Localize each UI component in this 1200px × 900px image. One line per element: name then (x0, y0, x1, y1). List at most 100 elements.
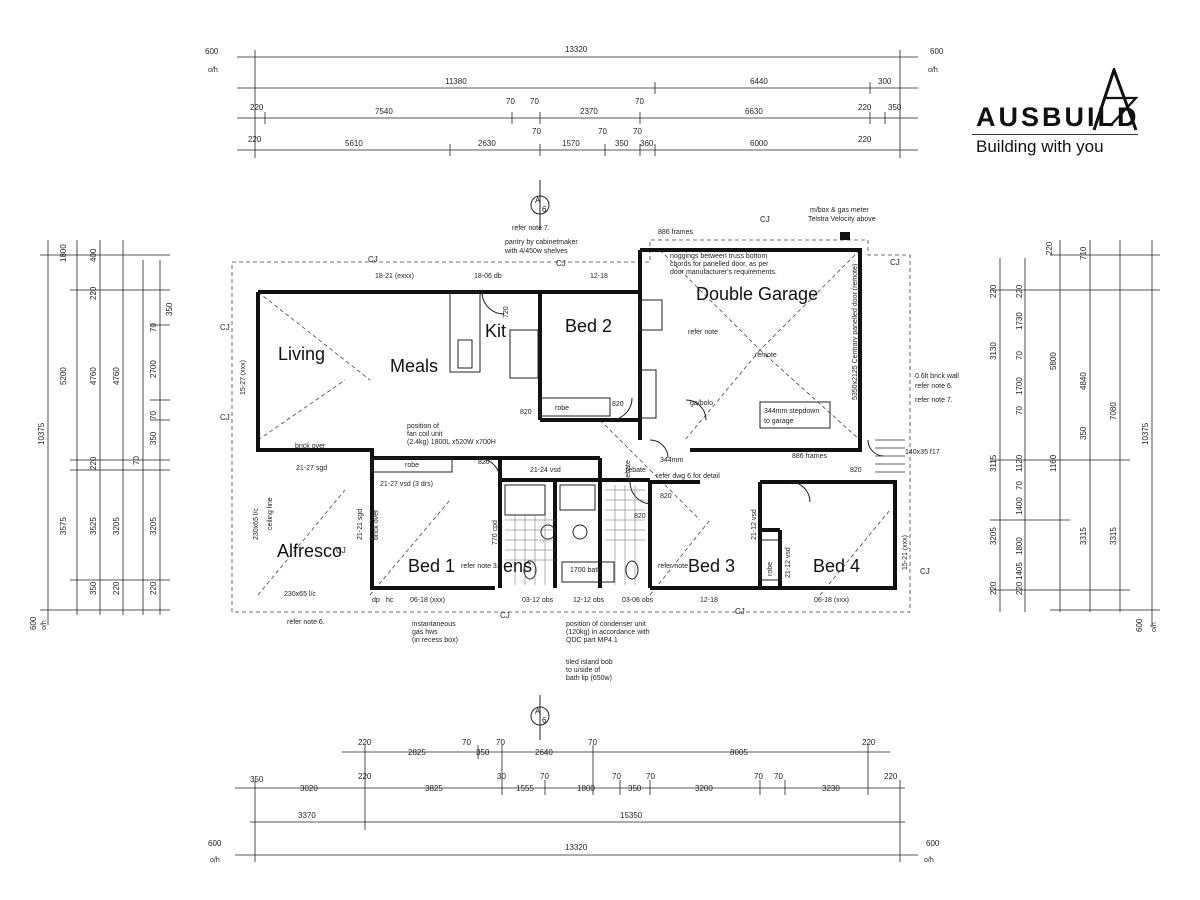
note-dp: dp (372, 597, 380, 604)
dim-top-6630: 6630 (745, 107, 763, 116)
note-820e: 820 (634, 513, 646, 520)
dim-top-1570: 1570 (562, 139, 580, 148)
note-cj-a: CJ (368, 255, 378, 264)
bottom-dimensions: 220 2825 70 350 70 2640 70 8005 220 350 … (208, 738, 940, 864)
dim-left-600: 600 (29, 616, 38, 630)
logo-rule (972, 134, 1138, 135)
dim-bot-600-right: 600 (926, 839, 940, 848)
dim-bot-3370: 3370 (298, 811, 316, 820)
dim-top-13320: 13320 (565, 45, 588, 54)
dim-left-220c: 220 (112, 581, 121, 595)
note-noggings-3: door manufacturer's requirements. (670, 269, 777, 276)
dim-top-220b: 220 (858, 103, 872, 112)
dim-bot-8005: 8005 (730, 748, 748, 757)
dim-bot-220c: 220 (358, 772, 372, 781)
note-06-18b: 06-18 (xxx) (814, 597, 849, 604)
note-robe2: robe (555, 405, 569, 412)
dim-bot-2640: 2640 (535, 748, 553, 757)
note-cj-g: CJ (735, 607, 745, 616)
note-gas-hws-1: instantaneous (412, 621, 456, 628)
note-mbox-1: m/box & gas meter (810, 207, 869, 214)
section-marker-top: A 6 (530, 180, 550, 230)
dim-top-70b: 70 (530, 97, 539, 106)
dim-top-220d: 220 (858, 135, 872, 144)
note-15-27: 15-27 (xxx) (240, 360, 247, 395)
dim-bot-oh-left: o/h (210, 857, 220, 864)
eave-outline (231, 239, 911, 613)
note-refer7: refer note 7. (915, 397, 953, 404)
dim-top-oh-right: o/h (928, 67, 938, 74)
dim-left-3575: 3575 (59, 517, 68, 535)
note-tiled-1: tiled island bob (566, 659, 613, 666)
dim-right-oh: o/h (1151, 622, 1158, 632)
note-12-12: 12-12 obs (573, 597, 605, 604)
dim-top-70c: 70 (635, 97, 644, 106)
note-cj-c: CJ (220, 323, 230, 332)
walls (256, 232, 905, 590)
note-refer-dwg: refer dwg 6 for detail (656, 473, 720, 480)
note-fan-coil-1: position of (407, 423, 439, 430)
note-cj-f: CJ (500, 611, 510, 620)
room-bed3: Bed 3 (688, 556, 735, 576)
note-gas-hws-2: gas hws (412, 629, 438, 636)
dim-right-220c: 220 (1015, 284, 1024, 298)
dim-top-220c: 220 (248, 135, 262, 144)
dim-left-1800: 1800 (59, 244, 68, 262)
note-stepdown2: 344mm (660, 457, 684, 464)
note-refer-note-b: refer note (658, 563, 688, 570)
dim-right-7080: 7080 (1109, 402, 1118, 420)
dim-right-220a: 220 (1045, 241, 1054, 255)
dim-top-2370: 2370 (580, 107, 598, 116)
dim-right-3315b: 3315 (1109, 527, 1118, 545)
dim-bot-1555: 1555 (516, 784, 534, 793)
room-labels: Living Meals Kit Bed 2 Double Garage Alf… (277, 284, 860, 576)
room-living: Living (278, 344, 325, 364)
note-refer3: refer note 3. (461, 563, 499, 570)
svg-text:6: 6 (542, 716, 547, 725)
note-lintel: 230x65 l/c (253, 508, 260, 540)
dim-top-350: 350 (888, 103, 902, 112)
dim-right-1405: 1405 (1015, 562, 1024, 580)
note-mbox-2: Telstra Velocity above (808, 216, 876, 223)
dim-left-70c: 70 (132, 456, 141, 465)
top-dimensions: 600 o/h 13320 600 o/h 11380 6440 300 220… (205, 45, 944, 158)
note-21-24: 21-24 vsd (530, 467, 561, 474)
note-condenser-2: (120kg) in accordance with (566, 629, 650, 636)
dim-right-10375: 10375 (1141, 422, 1150, 445)
note-12-18b: 12-18 (700, 597, 718, 604)
dim-bot-30: 30 (497, 772, 506, 781)
svg-text:A: A (535, 707, 541, 716)
dim-top-70e: 70 (598, 127, 607, 136)
dim-right-5800: 5800 (1049, 352, 1058, 370)
note-21-12: 21-12 vsd (751, 509, 758, 540)
dim-left-3205a: 3205 (112, 517, 121, 535)
dim-left-350a: 350 (165, 302, 174, 316)
note-12-18: 12-18 (590, 273, 608, 280)
dim-top-6440: 6440 (750, 77, 768, 86)
dim-top-11380: 11380 (445, 77, 467, 86)
room-bed4: Bed 4 (813, 556, 860, 576)
dim-right-1160: 1160 (1049, 454, 1058, 472)
note-refer6-b: refer note 6. (287, 619, 325, 626)
note-fan-coil-2: fan coil unit (407, 431, 442, 438)
dim-bot-220a: 220 (358, 738, 372, 747)
room-bed1: Bed 1 (408, 556, 455, 576)
note-gas-hws-3: (in recess box) (412, 637, 458, 644)
note-ceiling-line: ceiling line (267, 497, 274, 530)
note-cj-h: CJ (920, 567, 930, 576)
note-stepdown-2: to garage (764, 418, 794, 425)
dim-left-220a: 220 (89, 286, 98, 300)
dim-bot-13320: 13320 (565, 843, 588, 852)
dim-right-1800: 1800 (1015, 537, 1024, 555)
dim-top-6000: 6000 (750, 139, 768, 148)
note-18-21: 18-21 (exxx) (375, 273, 414, 280)
dim-left-400: 400 (89, 248, 98, 262)
note-03-12: 03-12 obs (522, 597, 554, 604)
dim-top-70f: 70 (633, 127, 642, 136)
dim-left-220d: 220 (149, 581, 158, 595)
note-06-18: 06-18 (xxx) (410, 597, 445, 604)
ausbuild-mark-icon (1092, 68, 1139, 131)
note-brick-over: brick over (295, 443, 326, 450)
note-cj-b: CJ (556, 259, 566, 268)
brand-name: AUSBUILD (976, 102, 1140, 132)
